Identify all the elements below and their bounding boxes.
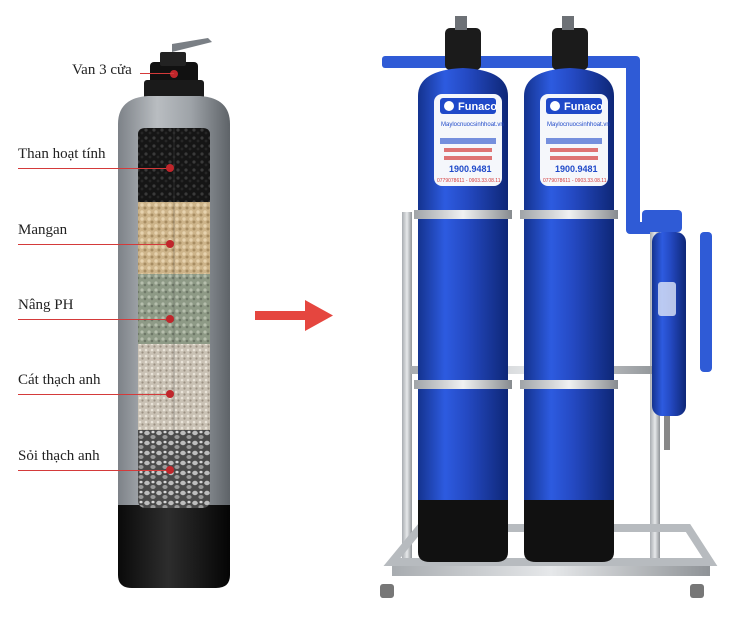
tank-2-brand: Funaco: [564, 101, 603, 113]
tank-1-phones: 0779078611 - 0903.33.08.11: [437, 178, 501, 184]
dot-soi-thach-anh: [166, 466, 174, 474]
leader-nang-ph: [18, 319, 170, 320]
tank-1-hotline: 1900.9481: [449, 164, 492, 174]
tank-2-hotline: 1900.9481: [555, 164, 598, 174]
tank-1-brand: Funaco: [458, 101, 497, 113]
tank-2-phones: 0779078611 - 0903.33.08.11: [543, 178, 607, 184]
tank-2-website: Maylocnuocsinhhoat.vn: [547, 122, 610, 128]
cartridge-housing: [642, 210, 686, 450]
dot-cat-thach-anh: [166, 390, 174, 398]
media-layers: [138, 128, 210, 508]
label-mangan: Mangan: [18, 222, 68, 238]
direction-arrow: [255, 300, 333, 331]
leader-van-3-cua: [140, 73, 174, 74]
label-nang-ph: Nâng PH: [18, 297, 74, 313]
water-filter-system: [380, 16, 718, 598]
label-soi-thach-anh: Sỏi thạch anh: [18, 448, 100, 464]
leader-soi-thach-anh: [18, 470, 170, 471]
leader-mangan: [18, 244, 170, 245]
tank-1-website: Maylocnuocsinhhoat.vn: [441, 122, 504, 128]
dot-mangan: [166, 240, 174, 248]
dot-than-hoat-tinh: [166, 164, 174, 172]
label-cat-thach-anh: Cát thạch anh: [18, 372, 101, 388]
label-van-3-cua: Van 3 cửa: [72, 62, 132, 78]
tank-2: [520, 16, 618, 562]
leader-than-hoat-tinh: [18, 168, 170, 169]
leader-cat-thach-anh: [18, 394, 170, 395]
label-than-hoat-tinh: Than hoạt tính: [18, 146, 106, 162]
tank-base: [118, 505, 230, 588]
tank-1: [414, 16, 512, 562]
dot-nang-ph: [166, 315, 174, 323]
three-way-valve: [144, 38, 212, 100]
